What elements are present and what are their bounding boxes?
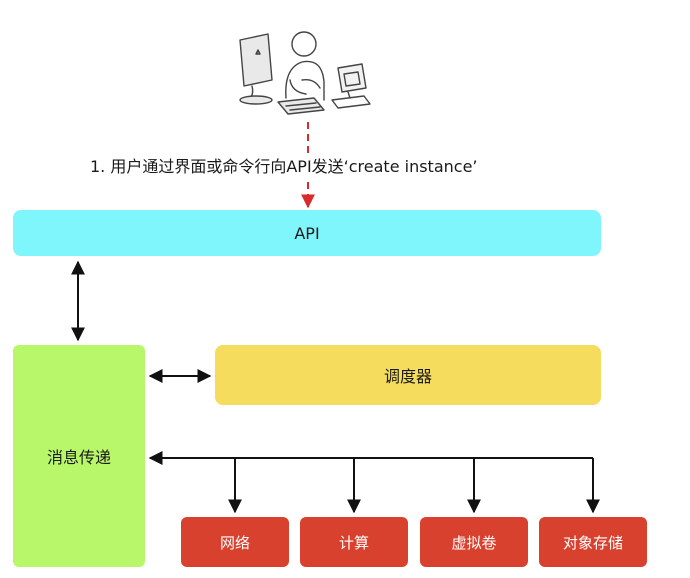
- service-box-volume: 虚拟卷: [420, 517, 528, 567]
- service-box-network: 网络: [181, 517, 289, 567]
- scheduler-label: 调度器: [383, 367, 432, 386]
- service-box-compute: 计算: [300, 517, 408, 567]
- service-label: 计算: [338, 533, 369, 552]
- service-label: 网络: [219, 533, 250, 552]
- api-box: API: [13, 210, 601, 256]
- message-queue-box: 消息传递: [13, 345, 145, 567]
- service-label: 对象存储: [562, 533, 623, 552]
- request-caption: 1. 用户通过界面或命令行向API发送‘create instance’: [88, 153, 480, 177]
- message-queue-label: 消息传递: [46, 448, 111, 467]
- user-at-computer-icon: [239, 31, 371, 115]
- service-label: 虚拟卷: [451, 533, 497, 552]
- service-box-object-storage: 对象存储: [539, 517, 647, 567]
- api-label: API: [294, 223, 320, 243]
- scheduler-box: 调度器: [215, 345, 601, 405]
